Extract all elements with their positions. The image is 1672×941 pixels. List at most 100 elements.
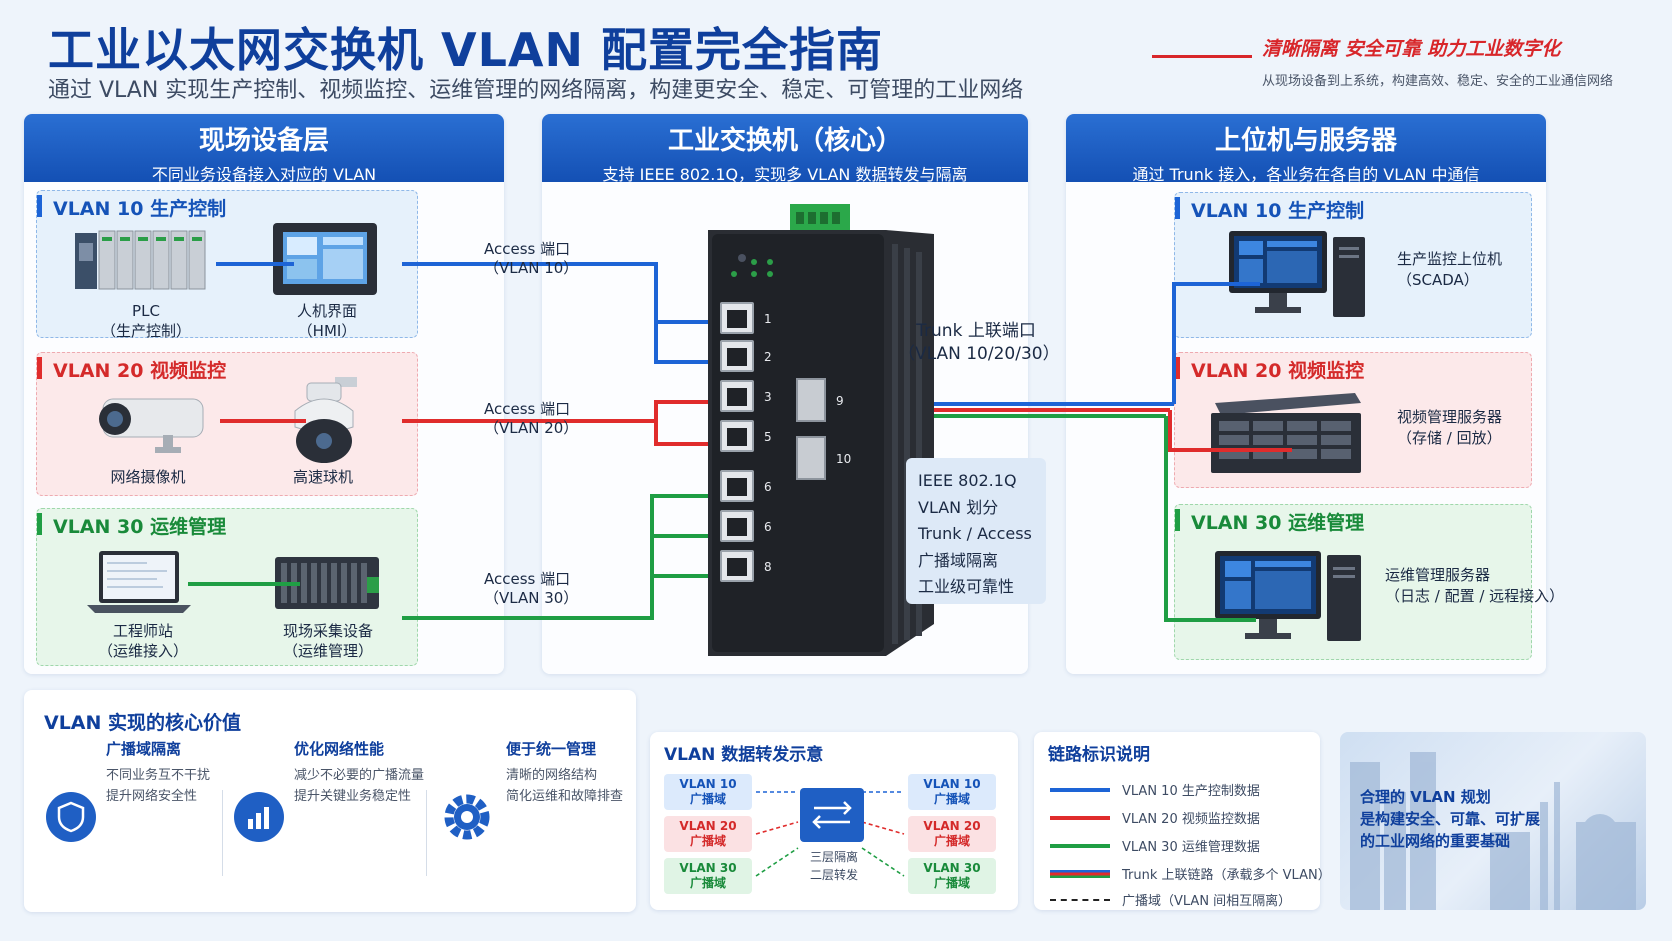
sfp-number: 9 (836, 394, 844, 408)
page-subtitle: 通过 VLAN 实现生产控制、视频监控、运维管理的网络隔离，构建更安全、稳定、可… (48, 78, 1024, 103)
value-item-management: 便于统一管理 清晰的网络结构简化运维和故障排查 (506, 738, 623, 807)
legend-text: VLAN 10 生产控制数据 (1122, 784, 1260, 799)
domain-vlan: VLAN 20 (679, 819, 737, 833)
hmi-icon (273, 223, 377, 295)
scada-name: 生产监控上位机 (1397, 250, 1503, 268)
plc-role: （生产控制） (101, 322, 192, 340)
vlan30-access-link (402, 494, 730, 620)
field-device-header: 现场设备层 不同业务设备接入对应的 VLAN (24, 114, 504, 184)
legend-panel: 链路标识说明 (1034, 732, 1320, 910)
value-desc: 提升关键业务稳定性 (294, 789, 412, 804)
shield-icon (46, 792, 96, 842)
value-desc: 清晰的网络结构 (506, 768, 598, 783)
rj45-socket (727, 428, 747, 446)
ptz-dome-icon (294, 377, 357, 463)
host-server-column: 上位机与服务器 通过 Trunk 接入，各业务在各自的 VLAN 中通信 VLA… (1066, 114, 1564, 674)
vlan10-label: VLAN 10 生产控制 (37, 191, 236, 221)
ptz-camera-name: 高速球机 (292, 468, 353, 486)
legend-title: 链路标识说明 (1048, 745, 1150, 765)
nvr-role: （存储 / 回放） (1397, 429, 1502, 447)
value-item-performance: 优化网络性能 减少不必要的广播流量提升关键业务稳定性 (294, 738, 424, 807)
nvr-server-icon (1211, 393, 1361, 473)
legend-row-vlan10: VLAN 10 生产控制数据 (1050, 780, 1310, 800)
ops-server-role: （日志 / 配置 / 远程接入） (1385, 587, 1565, 605)
slogan: 清晰隔离 安全可靠 助力工业数字化 (1262, 38, 1561, 60)
port-number: 1 (764, 312, 772, 326)
footer-line3: 的工业网络的重要基础 (1360, 832, 1511, 850)
nvr-name: 视频管理服务器 (1397, 408, 1503, 426)
collector-name: 现场采集设备 (282, 622, 373, 640)
footer-line2: 是构建安全、可靠、可扩展 (1360, 810, 1541, 828)
bar-chart-icon (234, 792, 284, 842)
vlan10-server-group: VLAN 10 生产控制 生产监控上位机 （SCADA） (1174, 192, 1532, 338)
vlan20-label: VLAN 20 视频监控 (37, 353, 236, 383)
legend-row-vlan30: VLAN 30 运维管理数据 (1050, 836, 1310, 856)
gear-icon (440, 790, 494, 848)
column-subtitle: 支持 IEEE 802.1Q，实现多 VLAN 数据转发与隔离 (602, 165, 968, 184)
value-divider (222, 790, 223, 876)
access10-label: Access 端口 (484, 240, 571, 258)
feature-item: VLAN 划分 (918, 497, 999, 517)
rj45-socket (727, 478, 747, 496)
trunk-vlan10-branch (1172, 282, 1260, 404)
port-number: 8 (764, 560, 772, 574)
legend-text: 广播域（VLAN 间相互隔离） (1122, 894, 1292, 909)
trunk-label-vlans: （VLAN 10/20/30） (898, 344, 1060, 364)
domain-label: 广播域 (933, 792, 970, 806)
rj45-socket (727, 310, 747, 328)
page-title: 工业以太网交换机 VLAN 配置完全指南 (48, 23, 884, 77)
port-number: 2 (764, 350, 772, 364)
vlan20-server-label: VLAN 20 视频监控 (1175, 353, 1374, 383)
domain-vlan: VLAN 30 (679, 861, 737, 875)
access20-vlan: （VLAN 20） (484, 419, 579, 437)
feature-item: 工业级可靠性 (918, 577, 1015, 596)
bullet-camera-icon (99, 398, 204, 453)
vlan30-field-group: VLAN 30 运维管理 工程师站 （运维接入） 现场采集设备 （运维管理） (36, 508, 418, 666)
access30-label: Access 端口 (484, 570, 571, 588)
legend-text: VLAN 30 运维管理数据 (1122, 840, 1260, 855)
domain-vlan: VLAN 20 (923, 819, 981, 833)
column-subtitle: 不同业务设备接入对应的 VLAN (151, 165, 377, 184)
vlan30-server-label: VLAN 30 运维管理 (1175, 505, 1374, 535)
switch-symbol-icon (800, 788, 864, 842)
footer-line1: 合理的 VLAN 规划 (1360, 788, 1491, 806)
legend-text: Trunk 上联链路（承载多个 VLAN） (1122, 868, 1331, 883)
domain-label: 广播域 (689, 876, 726, 890)
value-title: 便于统一管理 (506, 740, 597, 758)
rj45-socket (727, 518, 747, 536)
rj45-socket (727, 388, 747, 406)
domain-label: 广播域 (933, 834, 970, 848)
column-subtitle: 通过 Trunk 接入，各业务在各自的 VLAN 中通信 (1132, 165, 1480, 184)
access20-label: Access 端口 (484, 400, 571, 418)
rj45-port: 5 (720, 420, 772, 452)
rj45-port: 8 (720, 550, 772, 582)
trunk-label-title: Trunk 上联端口 (916, 321, 1036, 341)
field-device-column: 现场设备层 不同业务设备接入对应的 VLAN VLAN 10 生产控制 PLC … (24, 114, 504, 674)
rj45-port: 3 (720, 380, 772, 412)
ops-server-name: 运维管理服务器 (1385, 566, 1491, 584)
forwarding-title: VLAN 数据转发示意 (664, 745, 824, 765)
value-title: 广播域隔离 (106, 740, 182, 758)
vlan10-access-link-2 (654, 300, 730, 364)
column-title: 上位机与服务器 (1214, 126, 1397, 156)
sfp-number: 10 (836, 452, 852, 466)
domain-label: 广播域 (933, 876, 970, 890)
legend-row-broadcast: 广播域（VLAN 间相互隔离） (1050, 890, 1310, 910)
value-item-isolation: 广播域隔离 不同业务互不干扰提升网络安全性 (106, 738, 210, 807)
vlan10-server-label: VLAN 10 生产控制 (1175, 193, 1374, 223)
scada-pc-icon (1229, 231, 1365, 317)
vlan30-server-group: VLAN 30 运维管理 运维管理服务器 （日志 / 配置 / 远程接入） (1174, 504, 1564, 660)
domain-vlan: VLAN 30 (923, 861, 981, 875)
footer-card: 合理的 VLAN 规划 是构建安全、可靠、可扩展 的工业网络的重要基础 (1340, 732, 1646, 910)
port-number: 3 (764, 390, 772, 404)
vlan30-label: VLAN 30 运维管理 (37, 509, 236, 539)
collector-role: （运维管理） (282, 642, 373, 660)
ops-server-icon (1215, 551, 1361, 641)
hmi-name: 人机界面 (296, 302, 357, 320)
rj45-port: 1 (720, 302, 772, 334)
rj45-port: 2 (720, 340, 772, 372)
rj45-port: 6 (720, 510, 772, 542)
